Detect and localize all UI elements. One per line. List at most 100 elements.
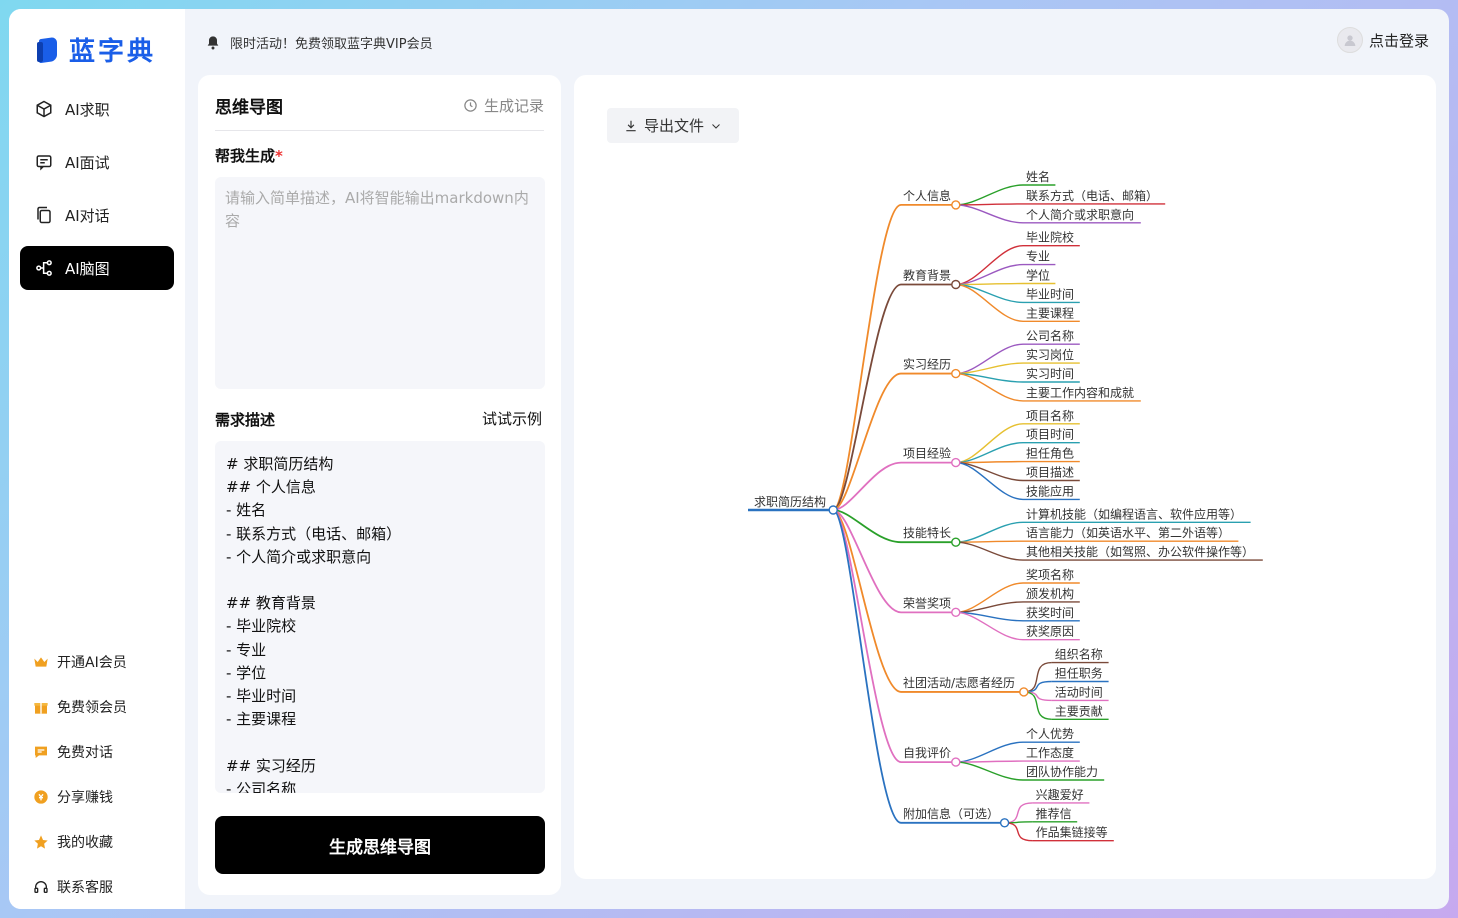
mindmap-child-node[interactable]: 语言能力（如英语水平、第二外语等） (1026, 525, 1230, 540)
app-window: 蓝字典 AI求职 AI面试 AI对话 AI脑图 开通AI会员 (9, 9, 1449, 909)
mindmap-branch-dot[interactable] (951, 200, 961, 210)
mindmap-child-node[interactable]: 担任角色 (1026, 447, 1074, 461)
share-earn-link[interactable]: 分享赚钱 (33, 774, 183, 819)
mindmap-branch-dot[interactable] (951, 537, 961, 547)
avatar (1336, 27, 1363, 53)
mindmap-child-node[interactable]: 项目名称 (1026, 408, 1074, 423)
customer-service-link[interactable]: 联系客服 (33, 864, 183, 909)
nav-item-ai-chat[interactable]: AI对话 (20, 193, 174, 237)
favorites-link[interactable]: 我的收藏 (33, 819, 183, 864)
mindmap-branch-node[interactable]: 技能特长 (903, 525, 951, 540)
user-icon (1344, 35, 1356, 46)
nav-item-label: AI脑图 (65, 259, 110, 278)
bnav-label: 免费领会员 (57, 699, 127, 716)
try-example-button[interactable]: 试试示例 (481, 410, 542, 428)
mindmap-branch-dot[interactable] (951, 368, 961, 379)
mindmap-branch-dot[interactable] (1019, 687, 1029, 697)
mindmap-child-node[interactable]: 个人优势 (1026, 727, 1074, 741)
export-file-button[interactable]: 导出文件 (607, 108, 739, 143)
history-label: 生成记录 (483, 96, 544, 115)
mindmap-branch-dot[interactable] (951, 757, 961, 767)
mindmap-canvas[interactable]: 导出文件 求职简历结构 个人信息 姓名联系方式（电话、邮箱） 个人简介或求职意向教育背… (574, 75, 1436, 879)
mindmap-child-node[interactable]: 主要贡献 (1055, 703, 1103, 718)
free-vip-link[interactable]: 免费领会员 (33, 684, 183, 729)
bnav-label: 免费对话 (57, 744, 113, 761)
mindmap-branch-node[interactable]: 实习经历 (903, 357, 951, 372)
mindmap-child-node[interactable]: 其他相关技能（如驾照、办公软件操作等） (1026, 544, 1254, 559)
nav-item-ai-mindmap[interactable]: AI脑图 (20, 246, 174, 290)
input-panel: 思维导图 生成记录 帮我生成* 需求描述 试试示例 # 求职简历结构 ## 个人… (198, 75, 561, 895)
mindmap-child-node[interactable]: 获奖原因 (1026, 625, 1074, 639)
mindmap-branch-dot[interactable] (951, 457, 961, 468)
mindmap-child-node[interactable]: 主要工作内容和成就 (1026, 385, 1134, 400)
history-button[interactable]: 生成记录 (463, 93, 544, 117)
markdown-editor[interactable]: # 求职简历结构 ## 个人信息 - 姓名 - 联系方式（电话、邮箱） - 个人… (215, 441, 545, 793)
mindmap-child-node[interactable]: 推荐信 (1036, 807, 1072, 821)
mindmap-branch-dot[interactable] (951, 279, 961, 290)
mindmap-child-node[interactable]: 担任职务 (1055, 666, 1103, 681)
mindmap-child-node[interactable]: 项目描述 (1026, 466, 1074, 480)
mindmap-child-node[interactable]: 作品集链接等 (1036, 825, 1108, 840)
mindmap-branch-node[interactable]: 社团活动/志愿者经历 (903, 675, 1015, 690)
mindmap-child-node[interactable]: 公司名称 (1026, 328, 1074, 343)
mindmap-child-node[interactable]: 实习岗位 (1026, 347, 1074, 362)
mindmap-child-node[interactable]: 专业 (1026, 249, 1050, 264)
mindmap-branch-node[interactable]: 项目经验 (903, 446, 951, 461)
free-chat-link[interactable]: 免费对话 (33, 729, 183, 774)
mindmap-child-node[interactable]: 个人简介或求职意向 (1026, 207, 1134, 222)
nav-item-ai-interview[interactable]: AI面试 (20, 140, 174, 184)
mindmap-child-node[interactable]: 项目时间 (1026, 428, 1074, 442)
bell-icon (207, 35, 219, 49)
promo-notice[interactable]: 限时活动！免费领取蓝字典VIP会员 (205, 33, 433, 52)
mindmap-child-node[interactable]: 技能应用 (1026, 483, 1074, 498)
mindmap-child-node[interactable]: 奖项名称 (1026, 567, 1074, 582)
mindmap-child-node[interactable]: 毕业院校 (1026, 230, 1074, 245)
mindmap-child-node[interactable]: 组织名称 (1055, 647, 1103, 662)
required-mark: * (275, 147, 283, 165)
book-logo-icon (37, 36, 61, 64)
mindmap-child-node[interactable]: 获奖时间 (1026, 606, 1074, 620)
mindmap-branch-node[interactable]: 荣誉奖项 (903, 596, 951, 610)
mindmap-child-node[interactable]: 实习时间 (1026, 366, 1074, 381)
mindmap-branch-node[interactable]: 个人信息 (903, 188, 951, 203)
mindmap-child-node[interactable]: 颁发机构 (1026, 586, 1074, 601)
mindmap-child-node[interactable]: 学位 (1026, 268, 1050, 283)
mindmap-child-node[interactable]: 姓名 (1026, 169, 1050, 184)
download-icon (626, 120, 636, 131)
star-icon (33, 834, 49, 850)
nav-item-ai-job[interactable]: AI求职 (20, 87, 174, 131)
open-vip-link[interactable]: 开通AI会员 (33, 639, 183, 684)
prompt-input[interactable] (215, 177, 545, 389)
mindmap-root[interactable]: 求职简历结构 (754, 494, 826, 509)
brand-logo[interactable]: 蓝字典 (37, 31, 156, 68)
mindmap-branch-node[interactable]: 自我评价 (903, 746, 951, 760)
panel-title: 思维导图 (215, 98, 283, 118)
mindmap-root-dot[interactable] (828, 505, 838, 515)
cube-icon (36, 100, 52, 118)
mindmap-child-node[interactable]: 活动时间 (1055, 685, 1103, 699)
mindmap-child-node[interactable]: 工作态度 (1026, 745, 1074, 760)
login-button[interactable]: 点击登录 (1336, 27, 1429, 53)
nav-item-label: AI对话 (65, 206, 110, 225)
mindmap-child-link (955, 582, 1024, 614)
brand-name: 蓝字典 (69, 37, 157, 67)
help-generate-text: 帮我生成 (215, 147, 276, 165)
mindmap-child-node[interactable]: 主要课程 (1026, 305, 1074, 320)
mindmap-child-node[interactable]: 兴趣爱好 (1036, 787, 1084, 802)
mindmap-branch-node[interactable]: 教育背景 (903, 268, 951, 283)
mindmap-child-node[interactable]: 团队协作能力 (1026, 764, 1098, 779)
notice-text: 限时活动！免费领取蓝字典VIP会员 (230, 37, 433, 52)
requirement-label: 需求描述 (215, 411, 276, 429)
mindmap-branch-node[interactable]: 附加信息（可选） (903, 806, 999, 821)
mindmap-child-node[interactable]: 计算机技能（如编程语言、软件应用等） (1026, 506, 1242, 521)
mindmap-branch-link (833, 509, 902, 544)
generate-mindmap-button[interactable]: 生成思维导图 (215, 816, 545, 874)
mindmap-child-node[interactable]: 联系方式（电话、邮箱） (1026, 188, 1158, 203)
mindmap-child-link (955, 741, 1024, 763)
mindmap-child-node[interactable]: 毕业时间 (1026, 287, 1074, 301)
mindmap-branch-link (832, 509, 902, 614)
mindmap-branch-dot[interactable] (951, 607, 961, 618)
mindmap-branch-dot[interactable] (999, 818, 1010, 828)
nav-item-label: AI面试 (65, 153, 110, 172)
